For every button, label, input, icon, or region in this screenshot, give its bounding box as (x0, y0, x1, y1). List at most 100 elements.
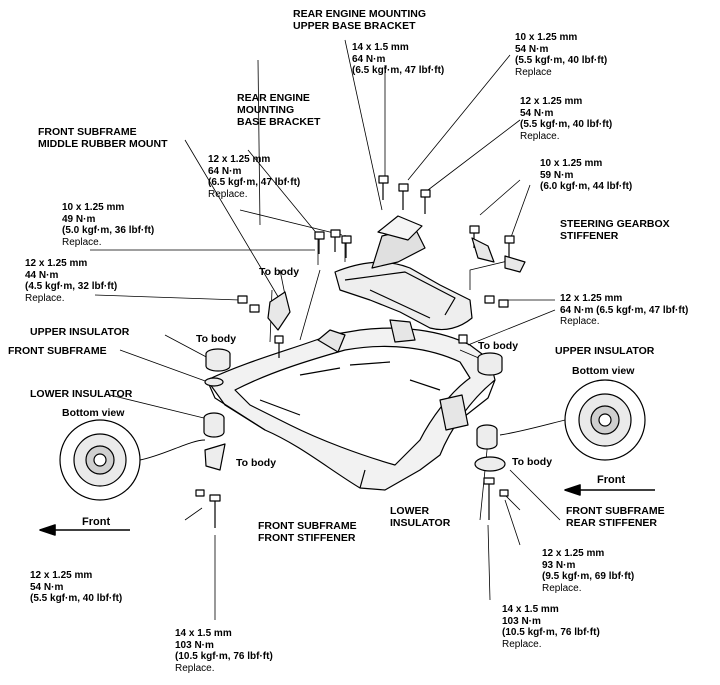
front-middle-mount-label: FRONT SUBFRAME MIDDLE RUBBER MOUNT (38, 126, 168, 150)
spec-note: Replace. (542, 582, 582, 594)
torque-spec: 10 x 1.25 mm 49 N·m (5.0 kgf·m, 36 lbf·f… (62, 202, 154, 248)
spec-size: 12 x 1.25 mm (30, 570, 93, 581)
bolt-shapes (195, 175, 515, 528)
spec-note: Replace. (520, 130, 560, 142)
torque-spec: 14 x 1.5 mm 64 N·m (6.5 kgf·m, 47 lbf·ft… (352, 42, 444, 77)
spec-size: 14 x 1.5 mm (175, 628, 232, 639)
torque-spec: 10 x 1.25 mm 59 N·m (6.0 kgf·m, 44 lbf·f… (540, 158, 632, 193)
spec-conversion: (9.5 kgf·m, 69 lbf·ft) (542, 571, 635, 582)
label-line: LOWER (390, 505, 430, 517)
to-body-label: To body (512, 456, 553, 468)
spec-conversion: (6.5 kgf·m, 47 lbf·ft) (208, 177, 301, 188)
front-stiffener-label: FRONT SUBFRAME FRONT STIFFENER (258, 520, 357, 544)
label-line: STIFFENER (560, 230, 619, 242)
spec-size: 10 x 1.25 mm (540, 158, 603, 169)
label-line: BASE BRACKET (237, 116, 321, 128)
spec-torque: 59 N·m (540, 169, 574, 181)
torque-spec: 14 x 1.5 mm 103 N·m (10.5 kgf·m, 76 lbf·… (502, 604, 600, 650)
front-arrow-left (39, 524, 130, 536)
to-body-label: To body (259, 266, 300, 278)
spec-conversion: (6.5 kgf·m, 47 lbf·ft) (352, 65, 445, 76)
spec-size: 14 x 1.5 mm (502, 604, 559, 615)
lower-insulator-left-label: LOWER INSULATOR (30, 388, 133, 400)
torque-spec: 12 x 1.25 mm 54 N·m (5.5 kgf·m, 40 lbf·f… (520, 96, 612, 142)
spec-torque: 54 N·m (515, 43, 549, 55)
spec-conversion: (5.0 kgf·m, 36 lbf·ft) (62, 225, 155, 236)
bottom-view-right-label: Bottom view (572, 365, 635, 377)
spec-conversion: (10.5 kgf·m, 76 lbf·ft) (502, 627, 600, 638)
spec-torque: 103 N·m (175, 639, 214, 651)
label-line: INSULATOR (390, 517, 451, 529)
spec-size: 12 x 1.25 mm (25, 258, 88, 269)
torque-spec: 12 x 1.25 mm 54 N·m (5.5 kgf·m, 40 lbf·f… (30, 570, 122, 605)
upper-insulator-right-label: UPPER INSULATOR (555, 345, 655, 357)
rear-engine-base-bracket-label: REAR ENGINE MOUNTING BASE BRACKET (237, 92, 320, 128)
to-body-label: To body (478, 340, 519, 352)
spec-note: Replace. (25, 292, 65, 304)
label-line: REAR ENGINE MOUNTING (293, 8, 427, 20)
spec-conversion: (6.0 kgf·m, 44 lbf·ft) (540, 181, 633, 192)
to-body-label: To body (196, 333, 237, 345)
spec-note: Replace. (560, 316, 600, 327)
bottom-view-left (59, 419, 206, 501)
spec-size: 10 x 1.25 mm (62, 202, 125, 213)
upper-insulator-left-label: UPPER INSULATOR (30, 326, 130, 338)
spec-size: 12 x 1.25 mm (542, 548, 605, 559)
lower-insulator-right-label: LOWER INSULATOR (390, 505, 450, 529)
rear-stiffener-label: FRONT SUBFRAME REAR STIFFENER (566, 505, 665, 529)
label-line: REAR ENGINE (237, 92, 310, 104)
spec-torque: 64 N·m (6.5 kgf·m, 47 lbf·ft) (560, 304, 689, 316)
label-line: FRONT SUBFRAME (38, 126, 137, 138)
spec-size: 12 x 1.25 mm (560, 293, 623, 304)
spec-torque: 44 N·m (25, 269, 59, 281)
label-line: FRONT SUBFRAME (258, 520, 357, 532)
rear-engine-upper-bracket-label: REAR ENGINE MOUNTING UPPER BASE BRACKET (293, 8, 426, 32)
spec-note: Replace (515, 66, 552, 78)
spec-torque: 49 N·m (62, 213, 96, 225)
label-line: UPPER BASE BRACKET (293, 20, 416, 32)
label-line: FRONT STIFFENER (258, 532, 356, 544)
torque-spec: 12 x 1.25 mm 64 N·m (6.5 kgf·m, 47 lbf·f… (560, 293, 688, 328)
spec-size: 12 x 1.25 mm (208, 154, 271, 165)
spec-size: 14 x 1.5 mm (352, 42, 409, 53)
spec-torque: 54 N·m (30, 581, 64, 593)
label-line: MIDDLE RUBBER MOUNT (38, 138, 168, 150)
torque-spec: 12 x 1.25 mm 64 N·m (6.5 kgf·m, 47 lbf·f… (208, 154, 300, 200)
spec-size: 10 x 1.25 mm (515, 32, 578, 43)
spec-note: Replace. (175, 662, 215, 674)
spec-torque: 64 N·m (208, 165, 242, 177)
torque-spec: 12 x 1.25 mm 44 N·m (4.5 kgf·m, 32 lbf·f… (25, 258, 117, 304)
spec-conversion: (5.5 kgf·m, 40 lbf·ft) (520, 119, 613, 130)
torque-spec: 14 x 1.5 mm 103 N·m (10.5 kgf·m, 76 lbf·… (175, 628, 273, 674)
spec-torque: 93 N·m (542, 559, 576, 571)
label-line: MOUNTING (237, 104, 295, 116)
bottom-view-right (499, 379, 646, 461)
to-body-label: To body (236, 457, 277, 469)
front-right-label: Front (597, 474, 626, 486)
label-line: FRONT SUBFRAME (566, 505, 665, 517)
spec-note: Replace. (502, 638, 542, 650)
spec-conversion: (5.5 kgf·m, 40 lbf·ft) (515, 55, 608, 66)
front-subframe-label: FRONT SUBFRAME (8, 345, 107, 357)
spec-size: 12 x 1.25 mm (520, 96, 583, 107)
spec-torque: 54 N·m (520, 107, 554, 119)
label-line: STEERING GEARBOX (560, 218, 670, 230)
spec-torque: 64 N·m (352, 53, 386, 65)
bottom-view-left-label: Bottom view (62, 407, 125, 419)
spec-conversion: (5.5 kgf·m, 40 lbf·ft) (30, 593, 123, 604)
torque-spec: 10 x 1.25 mm 54 N·m (5.5 kgf·m, 40 lbf·f… (515, 32, 607, 78)
steering-stiffener-label: STEERING GEARBOX STIFFENER (560, 218, 670, 242)
spec-note: Replace. (208, 188, 248, 200)
spec-conversion: (4.5 kgf·m, 32 lbf·ft) (25, 281, 118, 292)
front-arrow-right (564, 484, 655, 496)
spec-conversion: (10.5 kgf·m, 76 lbf·ft) (175, 651, 273, 662)
front-left-label: Front (82, 516, 111, 528)
torque-spec: 12 x 1.25 mm 93 N·m (9.5 kgf·m, 69 lbf·f… (542, 548, 634, 594)
label-line: REAR STIFFENER (566, 517, 658, 529)
front-subframe-shape (206, 319, 496, 491)
spec-note: Replace. (62, 236, 102, 248)
rear-crossmember-shape (334, 215, 473, 331)
insulator-shapes (203, 348, 506, 472)
